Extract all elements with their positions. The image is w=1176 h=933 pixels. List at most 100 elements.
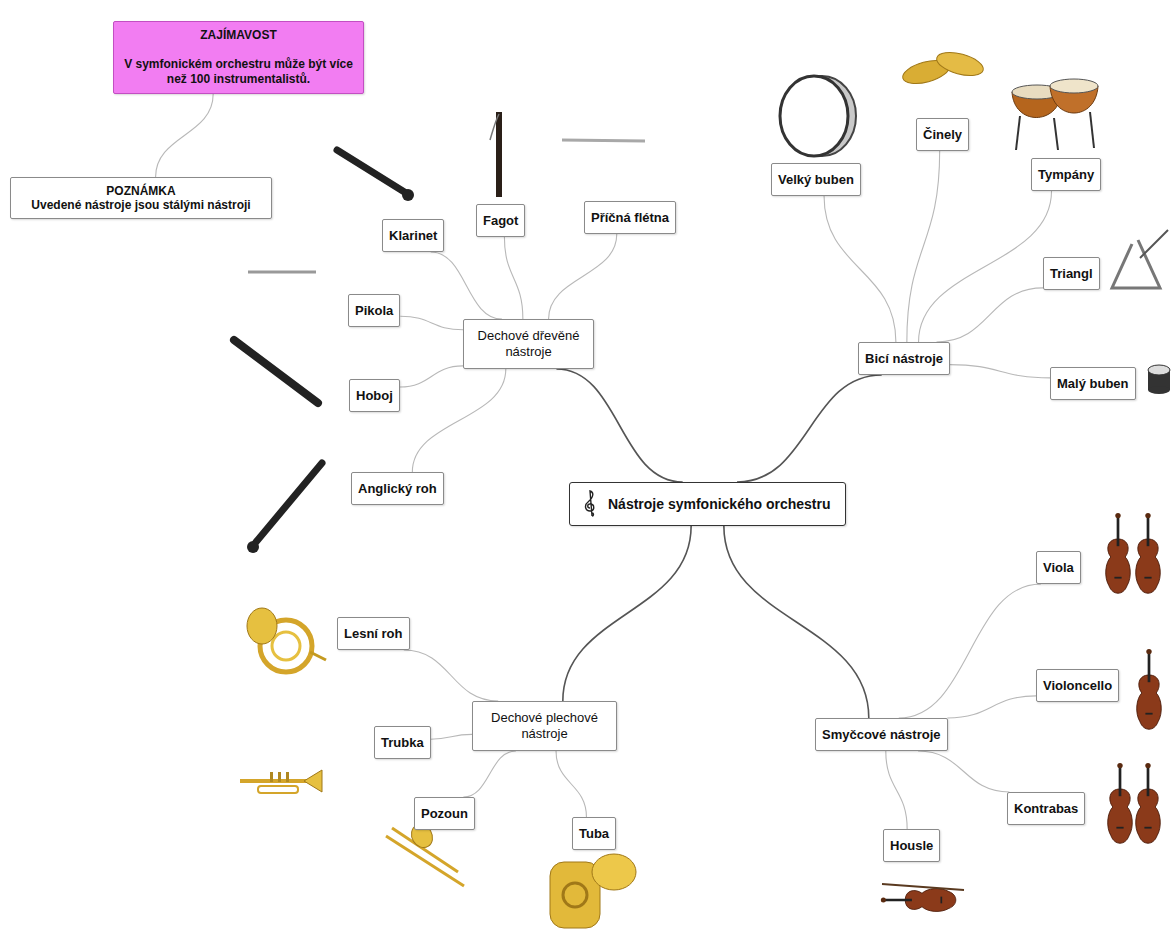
piccolo-picture bbox=[248, 271, 316, 274]
node-label: Příčná flétna bbox=[591, 210, 669, 225]
branch-connector bbox=[918, 751, 1009, 792]
node-label: Trubka bbox=[381, 735, 424, 750]
branch-connector bbox=[950, 365, 1050, 378]
instrument-box: Trubka bbox=[374, 726, 431, 759]
bass-drum-picture bbox=[780, 76, 856, 156]
node-label: Pikola bbox=[355, 303, 393, 318]
branch-connector bbox=[907, 151, 940, 342]
branch-connector bbox=[724, 526, 869, 718]
node-label: Tympány bbox=[1038, 167, 1094, 182]
node-label: Housle bbox=[890, 838, 933, 853]
instrument-box: Malý buben bbox=[1050, 367, 1136, 400]
node-label: Velký buben bbox=[778, 172, 854, 187]
triangle-picture bbox=[1112, 230, 1168, 288]
node-label: Kontrabas bbox=[1014, 801, 1078, 816]
instrument-box: Bicí nástroje bbox=[858, 342, 950, 375]
node-body: V symfonickém orchestru může být více ne… bbox=[122, 57, 355, 87]
contrabass-picture bbox=[1108, 763, 1133, 843]
branch-connector bbox=[737, 375, 882, 482]
node-label: Nástroje symfonického orchestru bbox=[608, 496, 831, 512]
node-label: Klarinet bbox=[389, 228, 437, 243]
branch-connector bbox=[404, 650, 498, 701]
node-label: Fagot bbox=[483, 213, 518, 228]
branch-connector bbox=[463, 751, 516, 797]
instrument-box: Příčná flétna bbox=[584, 201, 676, 234]
branch-connector bbox=[824, 196, 896, 342]
branch-connector bbox=[556, 369, 682, 482]
branch-connector bbox=[400, 366, 463, 387]
snare-drum-picture bbox=[1148, 365, 1170, 394]
english-horn-picture bbox=[247, 463, 322, 553]
instrument-box: Hoboj bbox=[349, 379, 400, 412]
instrument-box: Činely bbox=[916, 118, 969, 151]
branch-connector bbox=[504, 237, 522, 319]
instrument-box: Triangl bbox=[1043, 257, 1100, 290]
timpani-picture bbox=[1012, 79, 1098, 150]
node-label: Viola bbox=[1043, 560, 1074, 575]
instrument-box: Violoncello bbox=[1036, 669, 1119, 702]
instrument-box: Viola bbox=[1036, 551, 1081, 584]
branch-connector bbox=[400, 316, 463, 330]
branch-connector bbox=[549, 234, 617, 319]
instrument-box: Tympány bbox=[1031, 158, 1101, 191]
instrument-box: Pozoun bbox=[414, 797, 475, 830]
french-horn-picture bbox=[247, 608, 326, 672]
trombone-picture bbox=[386, 821, 464, 886]
node-label: Anglický roh bbox=[358, 481, 437, 496]
branch-connector bbox=[886, 751, 907, 829]
violin-picture bbox=[881, 889, 956, 912]
fact-box: ZAJÍMAVOST V symfonickém orchestru může b… bbox=[113, 21, 364, 94]
instrument-box: Fagot bbox=[476, 204, 525, 237]
node-label: Lesní roh bbox=[344, 626, 403, 641]
node-label: Malý buben bbox=[1057, 376, 1129, 391]
node-body: Uvedené nástroje jsou stálými nástroji bbox=[19, 198, 263, 212]
viola-picture bbox=[1136, 513, 1161, 593]
trumpet-picture bbox=[240, 770, 322, 793]
oboe-picture bbox=[234, 340, 318, 403]
treble-clef-symbol bbox=[582, 489, 600, 519]
node-label: Dechové dřevěné nástroje bbox=[470, 328, 587, 360]
branch-connector bbox=[563, 526, 691, 701]
branch-connector bbox=[156, 94, 214, 177]
node-label: Violoncello bbox=[1043, 678, 1112, 693]
node-label: Bicí nástroje bbox=[865, 351, 943, 366]
branch-box: Dechové dřevěné nástroje bbox=[463, 319, 594, 369]
branch-connector bbox=[899, 584, 1041, 718]
instrument-box: Lesní roh bbox=[337, 617, 410, 650]
contrabass-picture bbox=[1136, 763, 1161, 843]
branch-connector bbox=[431, 734, 472, 739]
node-label: ZAJÍMAVOST bbox=[122, 28, 355, 43]
viola-picture bbox=[1106, 513, 1131, 593]
branch-box: Dechové plechové nástroje bbox=[472, 701, 617, 751]
instrument-box: Tuba bbox=[572, 817, 616, 850]
instrument-box: Smyčcové nástroje bbox=[815, 718, 948, 751]
note-box: POZNÁMKAUvedené nástroje jsou stálými ná… bbox=[10, 177, 272, 219]
instrument-box: Velký buben bbox=[771, 163, 861, 196]
node-label: Hoboj bbox=[356, 388, 393, 403]
node-label: Pozoun bbox=[421, 806, 468, 821]
node-label: Tuba bbox=[579, 826, 609, 841]
node-label: POZNÁMKA bbox=[19, 184, 263, 198]
branch-connector bbox=[919, 191, 1052, 342]
node-label: Činely bbox=[923, 127, 962, 142]
cello-picture bbox=[1137, 649, 1162, 729]
instrument-box: Anglický roh bbox=[351, 472, 444, 505]
instrument-box: Housle bbox=[883, 829, 940, 862]
instrument-box: Klarinet bbox=[382, 219, 444, 252]
cymbals-picture bbox=[900, 48, 986, 88]
instrument-box: Kontrabas bbox=[1007, 792, 1085, 825]
instrument-box: Pikola bbox=[348, 294, 400, 327]
violin-bow bbox=[882, 884, 964, 890]
node-label: Smyčcové nástroje bbox=[822, 727, 941, 742]
central-topic: Nástroje symfonického orchestru bbox=[569, 482, 846, 526]
branch-connector bbox=[947, 696, 1036, 718]
node-label: Triangl bbox=[1050, 266, 1093, 281]
branch-connector bbox=[431, 252, 502, 319]
clarinet-picture bbox=[337, 150, 414, 201]
flute-picture bbox=[562, 140, 645, 141]
branch-connector bbox=[412, 369, 505, 472]
branch-connector bbox=[556, 751, 586, 817]
